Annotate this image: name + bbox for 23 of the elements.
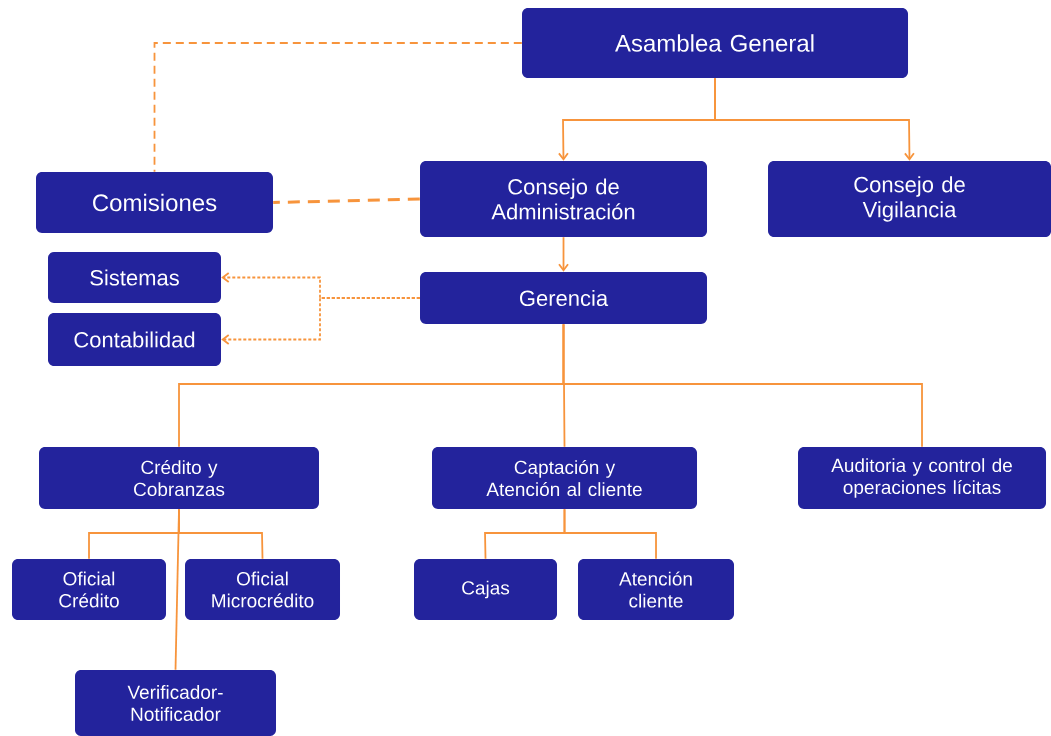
org-box: Consejo de Vigilancia (768, 161, 1051, 237)
connector (221, 297, 421, 345)
org-box: Atención cliente (578, 559, 734, 620)
connector (563, 508, 657, 560)
org-box: Comisiones (36, 172, 273, 233)
org-box: Oficial Microcrédito (185, 559, 340, 620)
connector (562, 323, 923, 448)
org-box: Consejo de Administración (420, 161, 707, 237)
org-box: Verificador-Notificador (75, 670, 276, 736)
org-box: Captación y Atención al cliente (432, 447, 697, 509)
connector (174, 508, 180, 671)
org-box: Contabilidad (48, 313, 221, 366)
connector (153, 42, 523, 173)
org-box: Sistemas (48, 252, 221, 303)
org-box: Cajas (414, 559, 557, 620)
org-box: Gerencia (420, 272, 707, 324)
org-box: Oficial Crédito (12, 559, 166, 620)
connector (273, 197, 420, 204)
connector (714, 77, 915, 161)
org-box: Asamblea General (522, 8, 908, 78)
org-box: Auditoria y control de operaciones lícitas (798, 447, 1046, 509)
org-box: Crédito y Cobranzas (39, 447, 319, 509)
connector (558, 236, 569, 272)
